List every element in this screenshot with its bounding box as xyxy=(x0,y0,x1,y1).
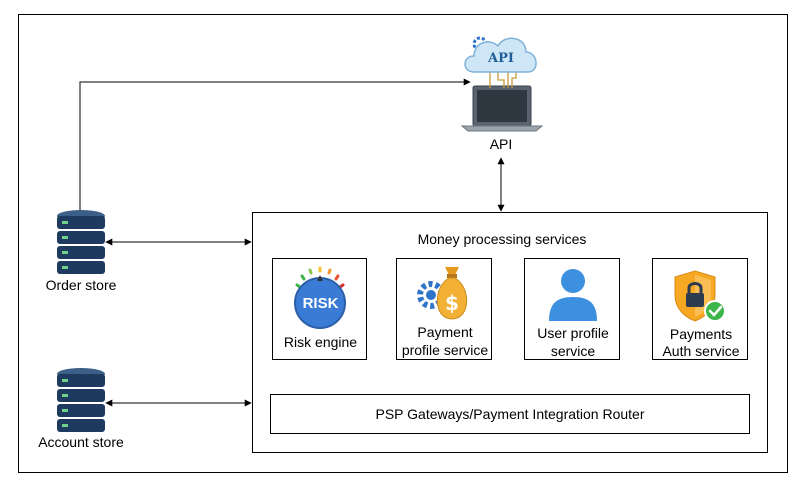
psp-router-label: PSP Gateways/Payment Integration Router xyxy=(375,406,645,422)
psp-router-box: PSP Gateways/Payment Integration Router xyxy=(270,394,750,434)
account-store-database-icon xyxy=(57,368,105,432)
payments-auth-line2: Auth service xyxy=(662,343,740,359)
diagram-frame xyxy=(18,14,788,473)
shield-lock-icon xyxy=(674,270,726,322)
user-profile-line1: User profile xyxy=(537,325,609,341)
payment-profile-service-card: $ Payment profile service xyxy=(396,258,492,360)
svg-text:$: $ xyxy=(445,291,459,315)
account-store-label: Account store xyxy=(38,434,124,450)
user-profile-line2: service xyxy=(550,343,596,359)
order-to-api-line xyxy=(79,78,471,212)
money-processing-title: Money processing services xyxy=(417,231,587,247)
money-bag-icon: $ xyxy=(417,267,468,320)
risk-badge-text: RISK xyxy=(302,295,339,312)
check-icon xyxy=(704,300,726,322)
order-store-database-icon xyxy=(57,210,105,274)
user-profile-service-card: User profile service xyxy=(524,258,620,360)
api-cloud-text: API xyxy=(488,51,514,66)
payments-auth-service-card: Payments Auth service xyxy=(652,258,748,360)
payment-profile-line1: Payment xyxy=(417,324,473,340)
order-store-label: Order store xyxy=(45,277,117,293)
api-cloud-laptop-icon xyxy=(460,36,544,132)
payment-profile-line2: profile service xyxy=(401,342,489,358)
api-label: API xyxy=(489,136,513,152)
risk-gauge-icon xyxy=(294,266,346,329)
user-icon xyxy=(549,269,597,321)
payments-auth-line1: Payments xyxy=(669,326,733,342)
risk-engine-card: RISK Risk engine xyxy=(272,258,367,360)
risk-engine-label: Risk engine xyxy=(283,334,358,350)
